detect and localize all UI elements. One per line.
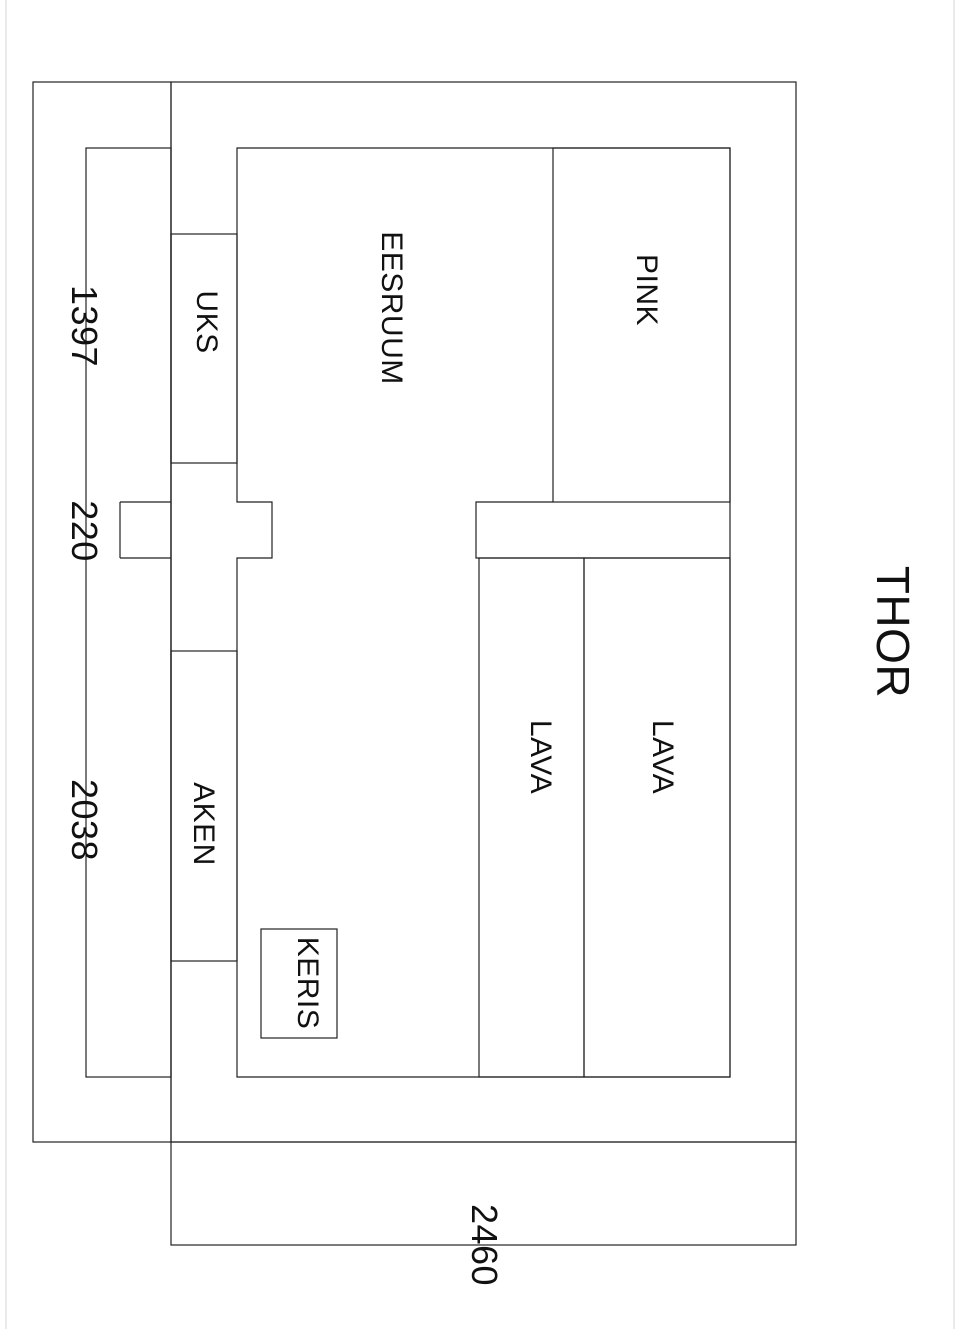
dimension-1397: 1397	[64, 284, 105, 368]
lava-inner-label: LAVA	[524, 719, 557, 795]
uks-label: UKS	[190, 290, 223, 354]
door-opening	[170, 233, 238, 464]
keris-label: KERIS	[291, 936, 324, 1030]
partition-wall	[475, 501, 730, 559]
lava-inner-box	[478, 557, 585, 1078]
eesruum-label: EESRUUM	[375, 231, 408, 385]
pink-label: PINK	[630, 253, 663, 327]
pink-box	[552, 147, 731, 503]
lava-outer-box	[583, 557, 731, 1078]
aken-label: AKEN	[187, 782, 220, 866]
dimension-220: 220	[64, 500, 105, 562]
outer-wall	[170, 81, 797, 1143]
outer-dimension-frame	[32, 81, 172, 1143]
plan-title: THOR	[867, 565, 919, 699]
dimension-2038: 2038	[64, 778, 105, 862]
inner-dimension-frame	[85, 147, 172, 1078]
keris-box	[260, 928, 338, 1039]
window-opening	[170, 650, 238, 962]
lava-outer-label: LAVA	[646, 719, 679, 795]
total-dimension-box	[170, 1141, 797, 1246]
dimension-2460: 2460	[464, 1203, 505, 1287]
